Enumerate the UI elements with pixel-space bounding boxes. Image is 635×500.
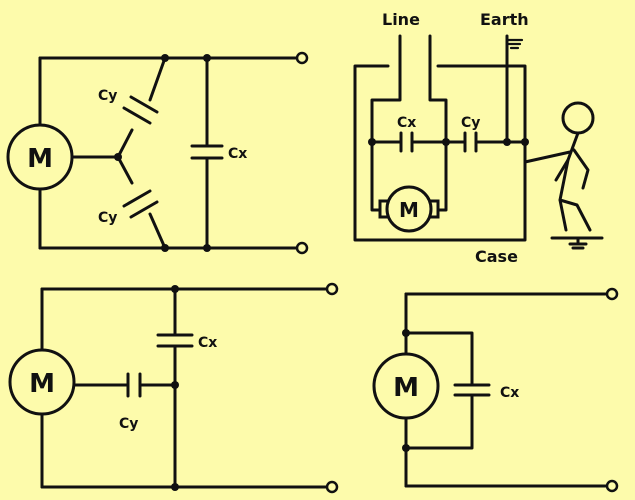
motor-label: M bbox=[29, 369, 55, 399]
motor-symbol bbox=[385, 185, 433, 233]
cx-loop bbox=[404, 331, 474, 450]
cx-plates bbox=[190, 144, 224, 160]
cy-upper-leads bbox=[116, 56, 167, 159]
line-label: Line bbox=[382, 10, 420, 29]
junction-dot bbox=[161, 244, 169, 252]
cx-plates bbox=[156, 333, 194, 348]
motor-symbol bbox=[6, 123, 74, 191]
junction-dot bbox=[402, 444, 410, 452]
cx-plates bbox=[453, 383, 491, 397]
cy-label: Cy bbox=[98, 210, 117, 226]
circuit-bottom-right: M Cx bbox=[372, 287, 619, 493]
circuit-top-left: M Cy Cy Cx bbox=[6, 51, 309, 255]
terminal bbox=[325, 480, 339, 494]
cx-label: Cx bbox=[397, 115, 416, 131]
cy-label: Cy bbox=[98, 88, 117, 104]
motor-symbol bbox=[8, 348, 76, 416]
junction-dot bbox=[203, 244, 211, 252]
earth-symbol bbox=[505, 38, 524, 50]
cy-label: Cy bbox=[119, 416, 138, 432]
junction-dot bbox=[402, 329, 410, 337]
junction-dot bbox=[161, 54, 169, 62]
junction-dot bbox=[114, 153, 122, 161]
circuit-top-right: Line Earth Case M Cx Cy bbox=[353, 10, 604, 266]
cy-plates bbox=[463, 131, 478, 153]
earth-label: Earth bbox=[480, 10, 529, 29]
motor-label: M bbox=[399, 198, 419, 222]
motor-label: M bbox=[393, 373, 419, 403]
junction-dot bbox=[521, 138, 529, 146]
junction-dot bbox=[203, 54, 211, 62]
motor-label: M bbox=[27, 144, 53, 174]
cx-label: Cx bbox=[228, 146, 247, 162]
junction-dot bbox=[171, 381, 179, 389]
junction-dot bbox=[171, 483, 179, 491]
cy-lower-leads bbox=[116, 155, 167, 250]
cy-label: Cy bbox=[461, 115, 480, 131]
terminal bbox=[295, 51, 309, 65]
cx-label: Cx bbox=[500, 385, 519, 401]
case-label: Case bbox=[475, 247, 518, 266]
case-outline bbox=[353, 64, 527, 242]
cx-label: Cx bbox=[198, 335, 217, 351]
terminal bbox=[605, 479, 619, 493]
junction-dot bbox=[171, 285, 179, 293]
motor-symbol bbox=[372, 352, 440, 420]
cy-lower-plates bbox=[122, 189, 159, 219]
terminal bbox=[295, 241, 309, 255]
cx-plates bbox=[399, 131, 414, 153]
terminal bbox=[325, 282, 339, 296]
person-figure bbox=[523, 101, 604, 250]
circuit-bottom-left: M Cy Cx bbox=[8, 282, 339, 494]
junction-dot bbox=[503, 138, 511, 146]
junction-dot bbox=[368, 138, 376, 146]
cy-upper-plates bbox=[122, 95, 159, 125]
junction-dot bbox=[442, 138, 450, 146]
terminal bbox=[605, 287, 619, 301]
line-conductors bbox=[370, 34, 448, 144]
cy-plates bbox=[126, 372, 142, 398]
